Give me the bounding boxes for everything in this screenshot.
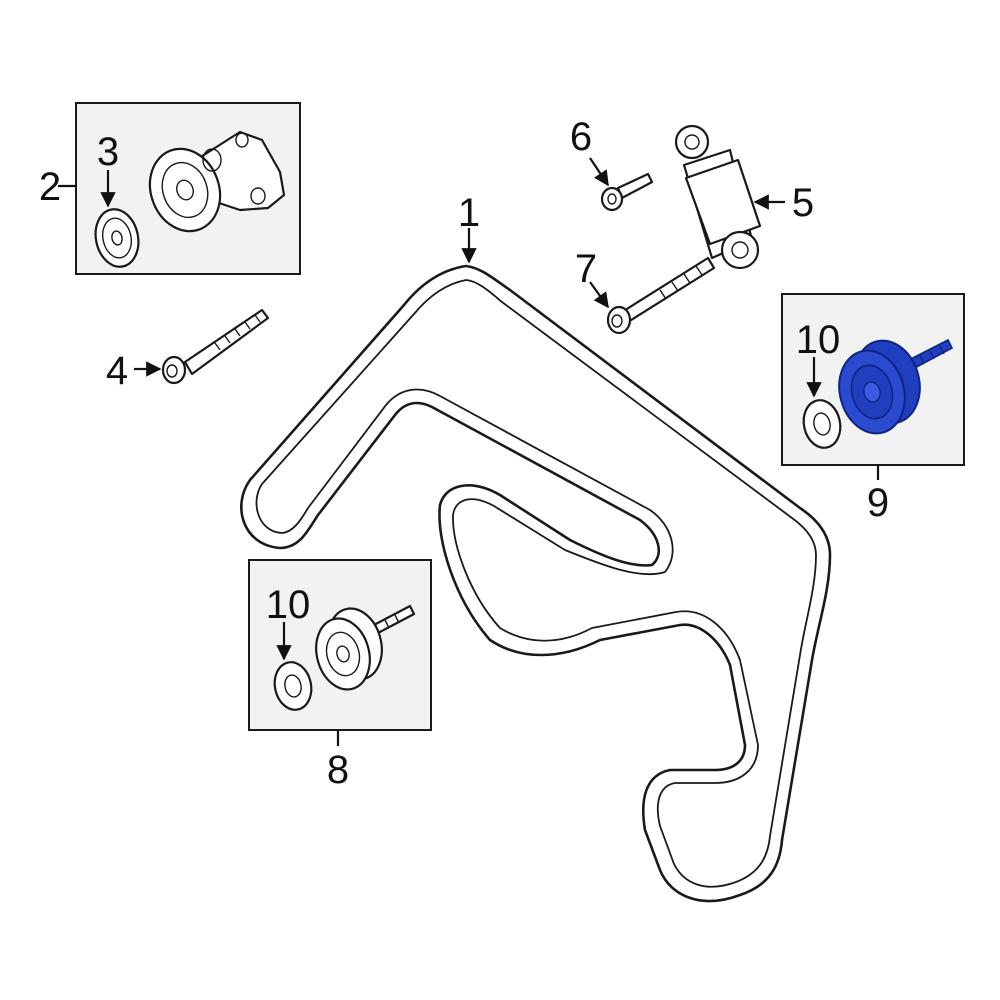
callout-10-upper: 10 [796,318,841,362]
callout-7: 7 [575,247,597,291]
serpentine-belt [240,264,832,903]
leader-lines [58,157,880,746]
callout-3: 3 [97,130,119,174]
callout-1: 1 [458,191,480,235]
tensioner-damper[interactable] [674,124,762,270]
callout-5: 5 [792,181,814,225]
callout-9: 9 [867,481,889,525]
belt-tensioner-assembly[interactable] [139,130,286,241]
damper-upper-bolt[interactable] [600,172,654,212]
damper-lower-bolt[interactable] [606,256,716,335]
idler-pulley-lower[interactable] [309,602,416,695]
callout-4: 4 [106,349,128,393]
callout-6: 6 [570,115,592,159]
idler-pulley-upper-highlighted[interactable] [830,333,954,441]
idler-pulley-cover-lower[interactable] [270,659,315,713]
tensioner-bolt[interactable] [161,308,270,385]
idler-pulley-cover-upper[interactable] [799,397,844,451]
callout-10-lower: 10 [266,583,311,627]
callout-labels: 1 2 3 4 5 6 7 8 9 10 10 [39,115,889,792]
callout-8: 8 [327,748,349,792]
callout-2: 2 [39,165,61,209]
tensioner-pulley-cover[interactable] [90,205,143,270]
